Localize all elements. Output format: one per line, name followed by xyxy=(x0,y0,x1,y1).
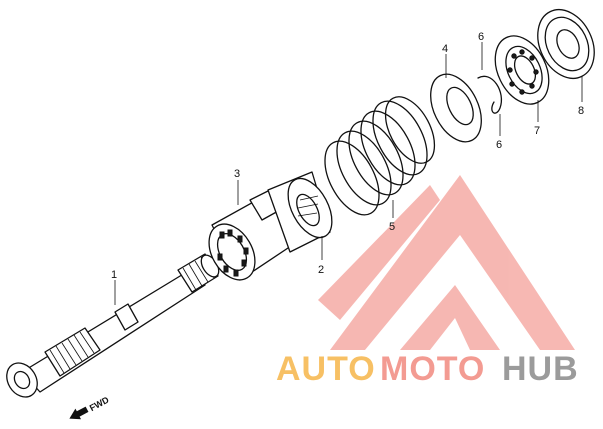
watermark-text: AUTO MOTO HUB xyxy=(276,350,579,388)
callout-7: 7 xyxy=(534,125,540,137)
watermark-logo-mark xyxy=(318,175,575,350)
part-4-washer xyxy=(430,73,482,143)
fwd-arrow-icon xyxy=(69,406,89,420)
part-1-shaft xyxy=(6,253,220,398)
callout-2: 2 xyxy=(318,264,324,276)
callout-1: 1 xyxy=(111,269,117,281)
watermark-auto: AUTO xyxy=(276,350,376,388)
fwd-label: FWD xyxy=(88,394,111,413)
watermark-moto: MOTO xyxy=(380,350,485,388)
part-7-bearing xyxy=(494,35,550,105)
part-6-circlip xyxy=(477,75,503,114)
callout-8: 8 xyxy=(578,105,584,117)
callout-4: 4 xyxy=(442,43,448,55)
part-2-follower xyxy=(267,171,333,253)
callout-6-upper: 6 xyxy=(478,31,484,43)
callout-5: 5 xyxy=(389,221,395,233)
callout-3: 3 xyxy=(234,168,240,180)
part-5-spring xyxy=(324,96,436,216)
watermark-hub: HUB xyxy=(502,350,579,388)
fwd-indicator: FWD xyxy=(69,394,111,420)
part-8-seal xyxy=(537,9,595,79)
leader-lines xyxy=(114,42,583,305)
callout-6-lower: 6 xyxy=(496,139,502,151)
